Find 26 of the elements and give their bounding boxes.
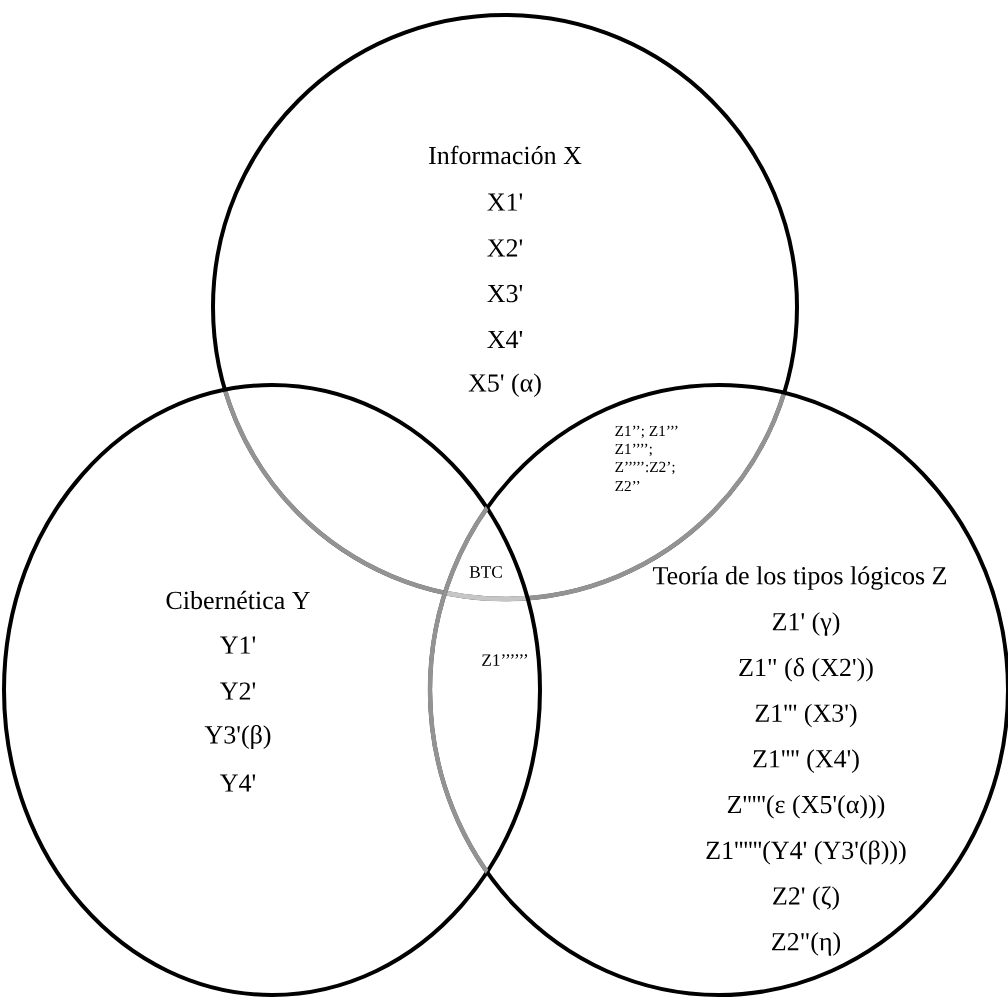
item-text: Y2' <box>220 682 256 700</box>
item-text: X4' <box>487 330 523 348</box>
item-text: Z2"(η) <box>772 932 841 956</box>
item-text: Y1' <box>220 636 256 654</box>
item-text: Z2' (ζ) <box>773 886 839 911</box>
region-label: Z1’’’’’’ <box>482 654 528 666</box>
item-text: Z1''' (X3') <box>755 703 857 728</box>
region-label: Z’’’’’:Z2’; <box>615 461 675 475</box>
item-text: Y4' <box>220 774 256 792</box>
item-text: Z1' (γ) <box>772 612 840 636</box>
circle-heading: Información X <box>429 145 582 165</box>
item-text: Z1" (δ (X2')) <box>739 657 873 682</box>
item-text: X1' <box>487 193 523 211</box>
item-text: X2' <box>487 239 523 257</box>
circle-heading: Teoría de los tipos lógicos Z <box>653 566 947 590</box>
item-text: Z1''''''(Y4' (Y3'(β))) <box>706 840 906 865</box>
item-text: Z'''''(ε (X5'(α))) <box>727 795 885 819</box>
item-text: Y3'(β) <box>204 725 271 749</box>
item-text: Z1'''' (X4') <box>753 749 859 773</box>
region-label: Z1’’; Z1’’’ <box>615 425 678 439</box>
region-label: Z1’’’’; <box>615 443 652 457</box>
region-label: Z2’’ <box>615 480 640 492</box>
circle-heading: Cibernética Y <box>166 590 310 610</box>
item-text: X5' (α) <box>468 373 541 397</box>
item-text: X3' <box>487 284 523 303</box>
region-label: BTC <box>469 566 502 578</box>
